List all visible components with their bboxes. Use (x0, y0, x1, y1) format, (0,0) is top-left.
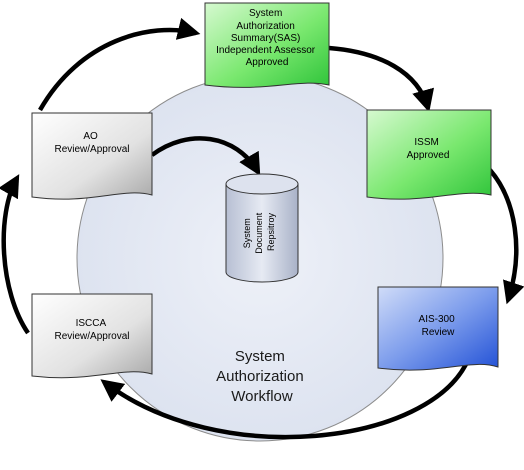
arrow-sas-to-issm (328, 45, 435, 113)
node-issm: ISSM Approved (366, 109, 492, 200)
issm-label-line-1: ISSM (414, 137, 438, 148)
center-label-line-1: System (235, 348, 285, 365)
workflow-arrows (0, 17, 524, 440)
sas-label-line-3: Summary(SAS) (231, 33, 300, 44)
svg-text:ISSM Approved: ISSM Approved (407, 137, 450, 161)
ais300-label-line-1: AIS-300 (419, 314, 456, 325)
svg-text:System Document Re: System Document Repsitroy (242, 210, 276, 254)
sas-label-line-1: System (249, 8, 282, 19)
sas-label-line-5: Approved (246, 57, 289, 68)
node-ao: AO Review/Approval (31, 112, 153, 200)
arrow-iscca-to-ao (0, 174, 30, 335)
center-label: System Authorization Workflow (216, 348, 308, 405)
svg-text:AO Review/Approval: AO Review/Approval (54, 131, 129, 155)
sas-label-line-2: Authorization (236, 21, 294, 32)
document-repository-cylinder: System Document Repsitroy (225, 173, 299, 283)
arrow-ao-to-sas (38, 17, 201, 112)
iscca-label-line-2: Review/Approval (54, 331, 129, 342)
svg-text:AIS-300 Review: AIS-300 Review (419, 314, 458, 338)
sas-label-line-4: Independent Assessor (216, 45, 316, 56)
node-iscca: ISCCA Review/Approval (31, 293, 153, 379)
repository-label-line-3: Repsitroy (266, 212, 276, 251)
repository-label-line-2: Document (254, 212, 264, 254)
svg-text:System Authorization: System Authorization Summary(SAS) Indepe… (216, 8, 318, 68)
iscca-label-line-1: ISCCA (76, 318, 107, 329)
center-label-line-2: Authorization (216, 368, 304, 385)
center-label-line-3: Workflow (231, 388, 293, 405)
node-sas: System Authorization Summary(SAS) Indepe… (204, 2, 330, 88)
arrow-ais300-to-iscca (100, 359, 471, 440)
ao-label-line-1: AO (83, 131, 98, 142)
arrow-ao-to-repository (150, 136, 261, 176)
ao-label-line-2: Review/Approval (54, 144, 129, 155)
repository-label-line-1: System (242, 218, 252, 248)
arrow-issm-to-ais300 (488, 168, 524, 305)
issm-label-line-2: Approved (407, 150, 450, 161)
node-ais300: AIS-300 Review (377, 286, 499, 371)
svg-text:ISCCA Review/Approval: ISCCA Review/Approval (54, 318, 129, 342)
ais300-label-line-2: Review (422, 327, 456, 338)
